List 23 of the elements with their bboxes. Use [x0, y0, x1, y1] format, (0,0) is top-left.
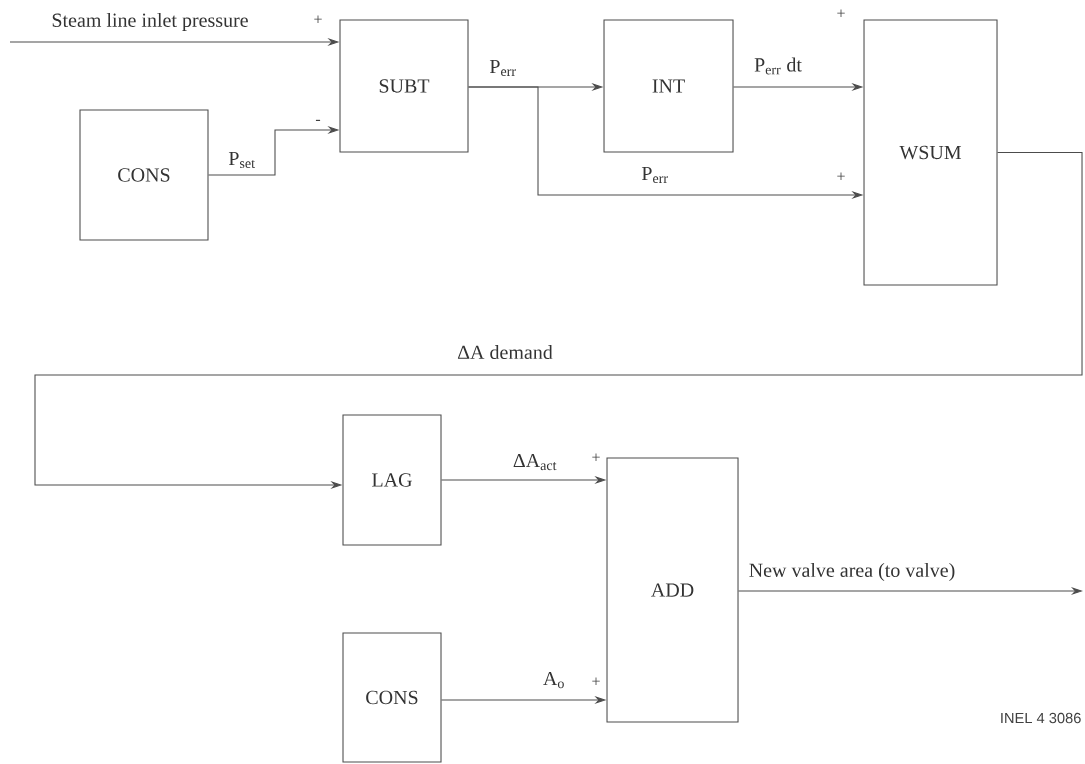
edge-label: ΔA$_{act}$: [513, 453, 557, 471]
sign-label: +: [837, 172, 845, 180]
edge-label: P$_{set}$: [228, 151, 255, 169]
block-box: CONS: [342, 632, 442, 763]
sign-label: +: [314, 15, 322, 23]
edge-label: Steam line inlet pressure: [52, 12, 248, 32]
edge-label: P$_{err}$: [641, 166, 668, 184]
sign-label: +: [837, 9, 845, 17]
edge-label: New valve area (to valve): [749, 562, 955, 582]
edge-label: P$_{err}$: [489, 59, 516, 77]
sign-label: +: [592, 677, 600, 685]
block-box: LAG: [342, 414, 442, 546]
sign-label: -: [315, 119, 321, 121]
edge-label: ΔA demand: [457, 345, 553, 360]
edge-label: P$_{err}$ dt: [754, 57, 802, 75]
block-box: CONS: [79, 109, 209, 241]
edge-label: A$_{o}$: [543, 671, 564, 689]
block-box: WSUM: [863, 19, 998, 286]
figure-number: INEL 4 3086: [1001, 712, 1081, 724]
block-box: SUBT: [339, 19, 469, 153]
block-box: INT: [603, 19, 734, 153]
sign-label: +: [592, 453, 600, 461]
block-box: ADD: [606, 457, 739, 723]
